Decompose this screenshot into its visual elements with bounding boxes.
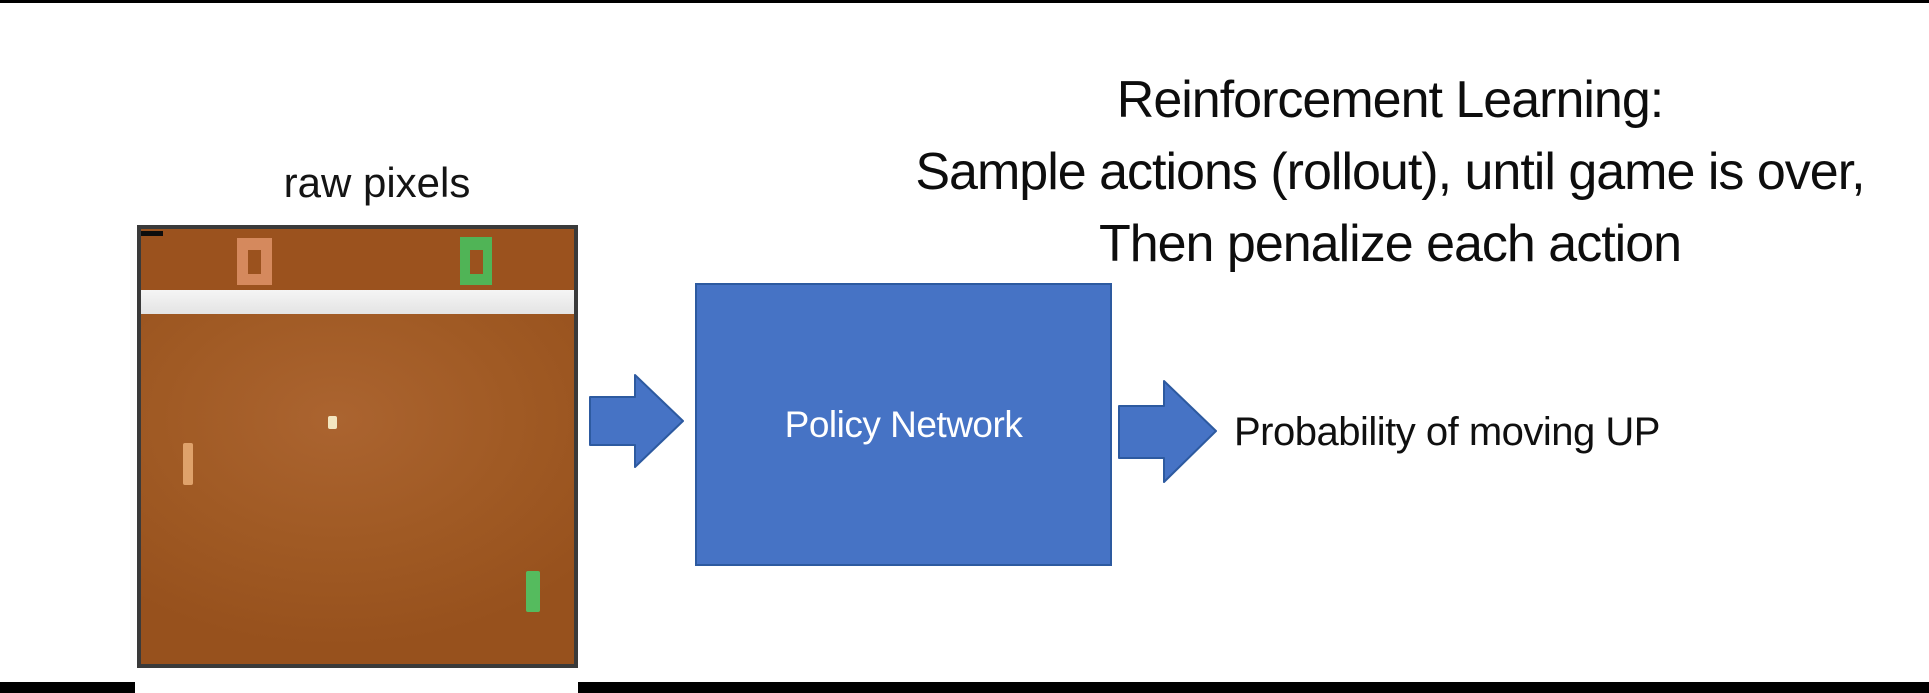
pong-divider-stripe (141, 290, 574, 314)
output-arrow-icon (1118, 380, 1217, 483)
title-line-1: Reinforcement Learning: (1116, 71, 1664, 129)
title-line-2: Sample actions (rollout), until game is … (915, 143, 1865, 201)
pong-score-right-hole (470, 250, 483, 274)
policy-network-label: Policy Network (784, 403, 1023, 445)
probability-label: Probability of moving UP (1234, 410, 1660, 454)
pong-corner-mark (141, 231, 163, 236)
raw-pixels-label: raw pixels (283, 159, 471, 206)
pong-score-left (237, 238, 272, 285)
pong-paddle-left (183, 443, 193, 485)
slide-title: Reinforcement Learning: Sample actions (… (840, 64, 1929, 280)
bottom-letterbox-bar-left (0, 682, 135, 693)
pong-score-right (460, 237, 492, 285)
top-letterbox-bar (0, 0, 1929, 3)
policy-network-box: Policy Network (695, 283, 1112, 566)
pong-screenshot (137, 225, 578, 668)
pong-ball (328, 416, 337, 429)
title-line-3: Then penalize each action (1098, 215, 1682, 273)
pong-score-area (141, 229, 574, 290)
pong-paddle-right (526, 571, 540, 612)
bottom-letterbox-bar-right (578, 682, 1929, 693)
pong-field (141, 314, 574, 664)
pong-score-left-hole (248, 250, 261, 274)
input-arrow-icon (589, 374, 684, 468)
